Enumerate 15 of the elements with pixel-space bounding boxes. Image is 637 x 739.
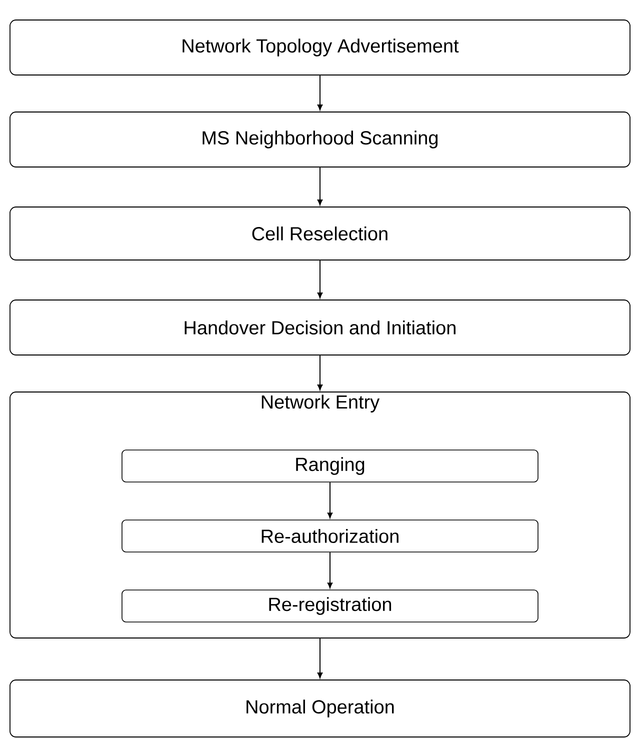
process-box: Cell Reselection (10, 206, 630, 260)
process-box: Re-authorization (122, 520, 538, 552)
arrow (317, 260, 323, 298)
arrow (317, 638, 323, 678)
arrow (317, 166, 323, 206)
process-box: Re-registration (122, 590, 538, 622)
process-box: MS Neighborhood Scanning (10, 112, 630, 168)
arrow (327, 482, 333, 518)
arrow (327, 552, 333, 588)
process-box: Network Topology Advertisement (10, 20, 630, 76)
arrow (317, 74, 323, 110)
process-box: Handover Decision and Initiation (10, 300, 630, 356)
process-box: Ranging (122, 450, 538, 482)
process-box: Normal Operation (10, 680, 630, 738)
arrow (317, 354, 323, 390)
